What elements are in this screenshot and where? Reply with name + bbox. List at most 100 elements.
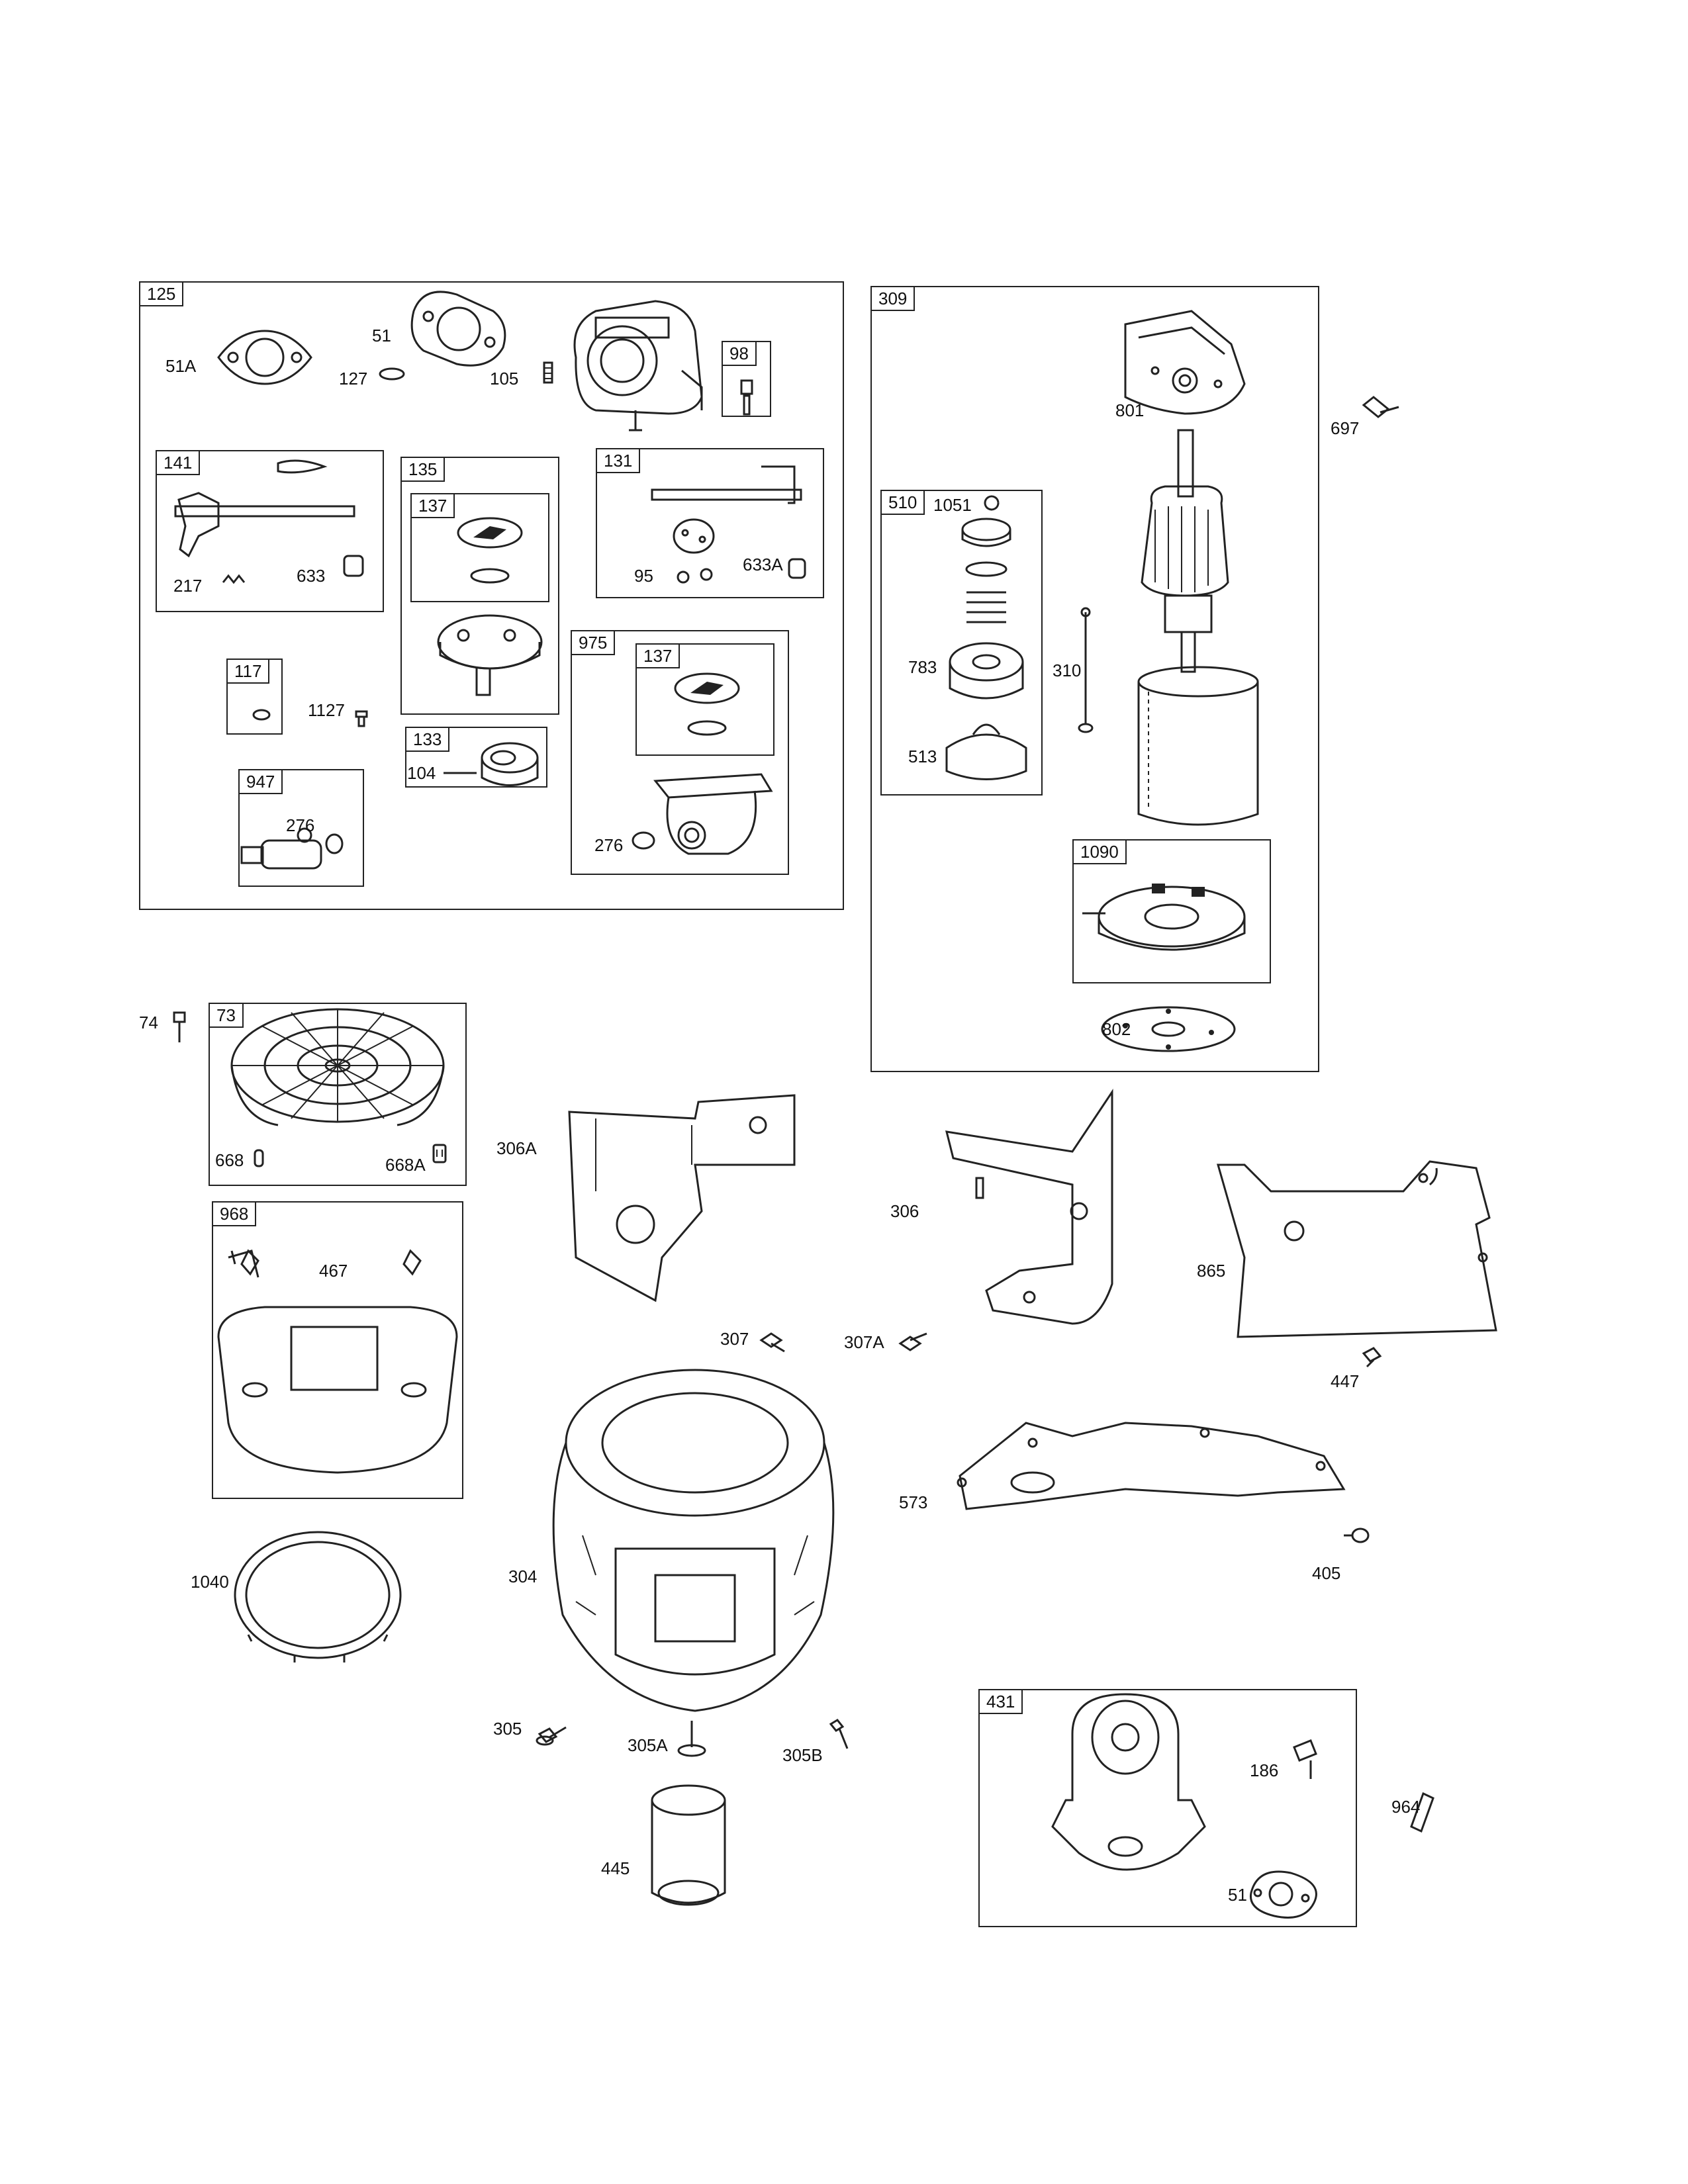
box-tag-141: 141 bbox=[157, 451, 201, 475]
box-tag-137a: 137 bbox=[412, 494, 455, 518]
bolt-186-drawing bbox=[1293, 1739, 1317, 1779]
box-tag-98: 98 bbox=[723, 342, 757, 366]
label-95: 95 bbox=[634, 566, 653, 586]
label-865: 865 bbox=[1197, 1261, 1226, 1281]
label-305a: 305A bbox=[628, 1735, 668, 1755]
label-1040: 1040 bbox=[191, 1572, 229, 1592]
box-tag-135: 135 bbox=[402, 458, 445, 482]
screw-405-drawing bbox=[1344, 1527, 1370, 1543]
label-276-a: 276 bbox=[286, 815, 315, 835]
kit-box-135: 135 bbox=[400, 457, 559, 715]
label-51-b: 51 bbox=[1228, 1885, 1247, 1905]
box-tag-1090: 1090 bbox=[1074, 841, 1127, 864]
label-217: 217 bbox=[173, 576, 203, 596]
label-405: 405 bbox=[1312, 1563, 1341, 1583]
starter-housing-drawing bbox=[1137, 666, 1259, 826]
bolt-307a-drawing bbox=[898, 1332, 927, 1351]
part-431-drawing bbox=[1051, 1693, 1206, 1871]
jet-98-drawing bbox=[740, 379, 753, 416]
gasket-51b-drawing bbox=[1249, 1870, 1317, 1919]
brush-holder-1090-drawing bbox=[1082, 884, 1246, 951]
part-133-drawing bbox=[444, 742, 539, 786]
kit-box-975: 975 bbox=[571, 630, 789, 875]
label-307: 307 bbox=[720, 1329, 749, 1349]
label-668: 668 bbox=[215, 1150, 244, 1170]
screw-1127-drawing bbox=[355, 710, 368, 727]
drive-510-drawing bbox=[945, 495, 1027, 780]
shroud-306a-drawing bbox=[568, 1094, 796, 1302]
kit-box-947: 947 bbox=[238, 769, 364, 887]
gasket-51a-drawing bbox=[217, 330, 312, 385]
label-186: 186 bbox=[1250, 1760, 1279, 1780]
kit-box-141: 141 bbox=[156, 450, 384, 612]
linkage-131-drawing bbox=[651, 465, 806, 584]
choke-141-drawing bbox=[174, 459, 364, 584]
box-tag-975: 975 bbox=[572, 631, 616, 655]
kit-box-133: 133 bbox=[405, 727, 547, 788]
washer-127-drawing bbox=[379, 367, 405, 381]
label-633a: 633A bbox=[743, 555, 783, 574]
baffle-865-drawing bbox=[1217, 1160, 1497, 1338]
kit-box-117: 117 bbox=[226, 659, 283, 735]
kit-box-309: 309 bbox=[870, 286, 1319, 1072]
kit-box-98: 98 bbox=[722, 341, 771, 417]
blower-housing-304-drawing bbox=[552, 1369, 835, 1712]
label-633: 633 bbox=[297, 566, 326, 586]
box-tag-131: 131 bbox=[597, 449, 641, 473]
baffle-573-drawing bbox=[957, 1422, 1346, 1510]
needle-105-drawing bbox=[543, 361, 553, 384]
grille-73-drawing bbox=[230, 1008, 445, 1126]
label-51a: 51A bbox=[165, 356, 197, 376]
kit-box-137b: 137 bbox=[635, 643, 774, 756]
kit-box-431: 431 bbox=[978, 1689, 1357, 1927]
bolt-310-drawing bbox=[1078, 607, 1094, 733]
box-tag-137b: 137 bbox=[637, 645, 680, 668]
shroud-306-drawing bbox=[945, 1089, 1113, 1325]
ring-1040-drawing bbox=[234, 1531, 402, 1662]
bowl-975-drawing bbox=[632, 773, 773, 855]
kit-box-73: 73 bbox=[209, 1003, 467, 1186]
label-513: 513 bbox=[908, 747, 937, 766]
label-104: 104 bbox=[407, 763, 436, 783]
gasket-137b-drawing bbox=[674, 672, 740, 736]
label-310: 310 bbox=[1053, 660, 1082, 680]
label-447: 447 bbox=[1331, 1371, 1360, 1391]
box-tag-947: 947 bbox=[240, 770, 283, 794]
box-tag-309: 309 bbox=[872, 287, 915, 311]
kit-box-968: 968 bbox=[212, 1201, 463, 1499]
bolt-305b-drawing bbox=[829, 1719, 849, 1749]
label-74: 74 bbox=[139, 1013, 158, 1032]
screw-74-drawing bbox=[173, 1011, 186, 1042]
label-1051: 1051 bbox=[933, 495, 972, 515]
carburetor-drawing bbox=[573, 300, 703, 432]
label-573: 573 bbox=[899, 1492, 928, 1512]
label-306a: 306A bbox=[496, 1138, 537, 1158]
label-307a: 307A bbox=[844, 1332, 884, 1352]
label-467: 467 bbox=[319, 1261, 348, 1281]
label-964: 964 bbox=[1391, 1797, 1421, 1817]
label-305: 305 bbox=[493, 1719, 522, 1739]
label-783: 783 bbox=[908, 657, 937, 677]
armature-drawing bbox=[1141, 429, 1229, 673]
box-tag-125: 125 bbox=[140, 283, 184, 306]
kit-box-1090: 1090 bbox=[1072, 839, 1271, 983]
plate-802-drawing bbox=[1101, 1006, 1236, 1052]
bolt-697-drawing bbox=[1362, 396, 1399, 418]
box-tag-431: 431 bbox=[980, 1690, 1023, 1714]
label-304: 304 bbox=[508, 1567, 538, 1586]
bolt-305a-drawing bbox=[677, 1721, 706, 1757]
kit-box-137a: 137 bbox=[410, 493, 549, 602]
label-306: 306 bbox=[890, 1201, 919, 1221]
kit-box-510: 510 bbox=[880, 490, 1043, 796]
cover-968-drawing bbox=[217, 1249, 458, 1474]
housing-135-drawing bbox=[437, 614, 543, 696]
label-697: 697 bbox=[1331, 418, 1360, 438]
box-tag-133: 133 bbox=[406, 728, 450, 752]
box-tag-73: 73 bbox=[210, 1004, 244, 1028]
bracket-801-drawing bbox=[1124, 310, 1246, 415]
gasket-51-drawing bbox=[410, 291, 506, 367]
pin-668-drawing bbox=[254, 1149, 264, 1167]
bolt-307-drawing bbox=[759, 1332, 785, 1353]
label-51: 51 bbox=[372, 326, 391, 345]
